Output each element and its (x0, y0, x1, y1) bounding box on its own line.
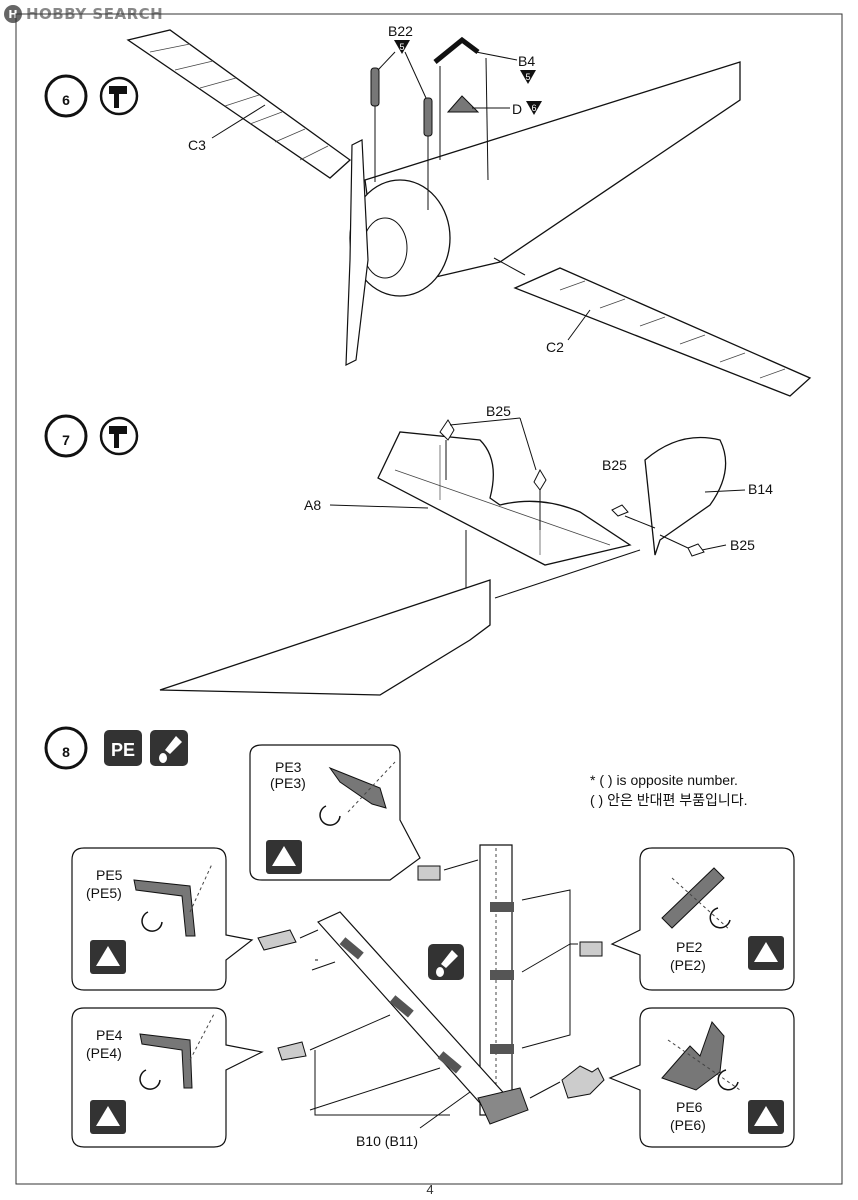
pe-band-1 (490, 902, 514, 912)
upright-arrow-icon (748, 1100, 784, 1134)
callout-label-pe2: PE2 (676, 939, 703, 955)
callout-pe6: PE6 (PE6) (608, 1007, 795, 1148)
part-b22-left (370, 67, 380, 107)
pe4-part (277, 1041, 307, 1061)
watermark-logo-mark: H (4, 5, 22, 23)
svg-text:PE: PE (111, 740, 135, 760)
sprue-badge-b22: 5 (394, 40, 410, 54)
note-korean: ( ) 안은 반대편 부품입니다. (590, 792, 748, 808)
pe-icon: PE (104, 730, 142, 766)
page-border (15, 13, 843, 1185)
svg-text:5: 5 (399, 42, 404, 52)
cyanoacrylate-glue-icon (150, 730, 188, 766)
pe6-part (561, 1065, 605, 1099)
callout-pe4: PE4 (PE4) (71, 1007, 264, 1148)
callout-label-pe4: PE4 (96, 1027, 123, 1043)
callout-label-pe3: PE3 (275, 759, 302, 775)
upright-arrow-icon (90, 1100, 126, 1134)
callout-label-pe3-opposite: (PE3) (270, 775, 306, 791)
svg-text:5: 5 (525, 72, 530, 82)
step-6-number: 6 (62, 92, 70, 108)
step-8-number-badge: 8 (44, 726, 88, 770)
part-label-d: D (512, 101, 522, 117)
glue-icon (99, 76, 139, 116)
part-b22-right (423, 97, 433, 137)
step-7: 7 B25 B25 B25 B1 (44, 403, 773, 696)
step-8-number: 8 (62, 744, 70, 760)
callout-label-pe4-opposite: (PE4) (86, 1045, 122, 1061)
propeller (345, 139, 369, 366)
tailplane-a8 (377, 431, 632, 566)
part-label-a8: A8 (304, 497, 321, 513)
callout-pe3: PE3 (PE3) (249, 744, 421, 881)
sprue-badge-d: 6 (526, 101, 542, 115)
callout-label-pe5-opposite: (PE5) (86, 885, 122, 901)
callout-label-pe5: PE5 (96, 867, 123, 883)
part-label-c2: C2 (546, 339, 564, 355)
part-label-b25-right: B25 (730, 537, 755, 553)
part-label-b22: B22 (388, 23, 413, 39)
callout-label-pe6-opposite: (PE6) (670, 1117, 706, 1133)
part-b25-d (687, 543, 705, 557)
cyanoacrylate-glue-icon (428, 944, 464, 980)
part-label-b25-top: B25 (486, 403, 511, 419)
pe-band-3 (490, 1044, 514, 1054)
part-label-b4: B4 (518, 53, 535, 69)
step-6: 6 (44, 23, 812, 397)
pe-band-2 (490, 970, 514, 980)
sprue-badge-b4: 5 (520, 70, 536, 84)
pe-band-5 (389, 995, 414, 1018)
upright-arrow-icon (266, 840, 302, 874)
part-b25-b (533, 468, 547, 491)
strut-foot (477, 1087, 529, 1125)
pe-band-6 (437, 1051, 462, 1074)
pe2-part (579, 941, 603, 957)
callout-pe5: PE5 (PE5) (71, 847, 254, 991)
part-b4 (433, 36, 480, 64)
callout-label-pe6: PE6 (676, 1099, 703, 1115)
step-7-number: 7 (62, 432, 70, 448)
part-label-b14: B14 (748, 481, 773, 497)
pe-band-4 (339, 937, 364, 960)
wing-c3 (126, 29, 352, 179)
pe5-part (257, 929, 297, 951)
part-label-b25-left: B25 (602, 457, 627, 473)
pe3-part (417, 865, 441, 881)
callout-pe2: PE2 (PE2) (610, 847, 795, 991)
step-7-number-badge: 7 (44, 414, 88, 458)
svg-text:6: 6 (531, 103, 536, 113)
fin-b14 (644, 436, 727, 556)
glue-icon (99, 416, 139, 456)
wing-c2 (513, 267, 812, 397)
part-d (446, 95, 480, 113)
engine-face (362, 217, 408, 279)
note-english: * ( ) is opposite number. (590, 772, 738, 788)
step-8: 8 PE (44, 726, 795, 1149)
upright-arrow-icon (748, 936, 784, 970)
wing-c2-ribs (559, 280, 786, 379)
callout-label-pe2-opposite: (PE2) (670, 957, 706, 973)
page-number: 4 (426, 1182, 434, 1197)
upright-arrow-icon (90, 940, 126, 974)
rear-fuselage (159, 579, 491, 696)
step-6-number-badge: 6 (44, 74, 88, 118)
part-label-c3: C3 (188, 137, 206, 153)
opposite-number-note: * ( ) is opposite number. ( ) 안은 반대편 부품입… (590, 770, 748, 810)
part-label-b10-b11: B10 (B11) (356, 1133, 418, 1149)
part-b25-c (611, 504, 629, 517)
wing-c3-ribs (149, 43, 329, 161)
